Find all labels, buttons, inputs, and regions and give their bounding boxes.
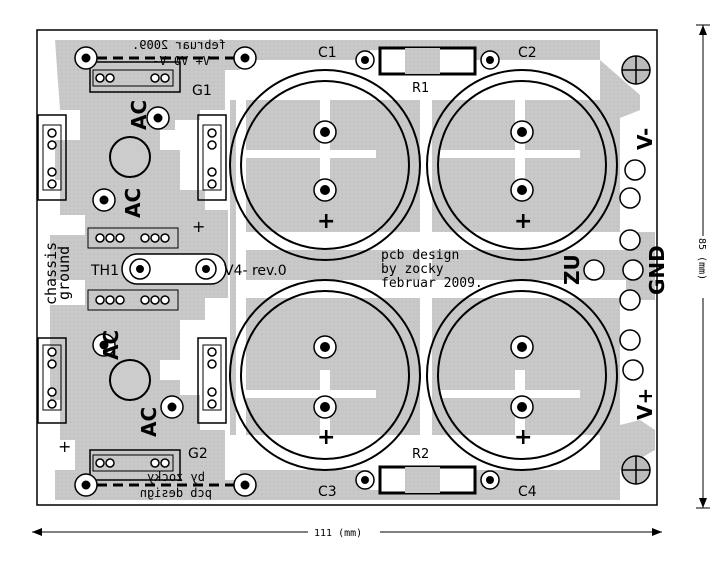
plus-c3: + [317,425,335,450]
label-v4-rev: V4- rev.0 [224,263,287,279]
output-pads [583,159,646,381]
capacitors [229,69,618,471]
label-th1: TH1 [90,263,119,279]
bridge-rectifiers [37,46,257,497]
resistor-r1 [355,46,500,76]
design-line-2: by zocky [381,262,444,277]
plus-c4: + [514,425,532,450]
label-c4: C4 [518,484,537,500]
label-c1: C1 [318,45,337,61]
resistor-r2 [355,465,500,495]
plus-g1: + [192,217,205,236]
height-label: 85 (mm) [696,238,707,280]
label-ac-3: AC [99,330,123,360]
label-gnd: GND [645,245,669,295]
label-ac-2: AC [121,188,145,218]
label-g2: G2 [188,446,208,462]
label-c3: C3 [318,484,337,500]
capacitor-c1 [229,69,421,261]
label-r2: R2 [412,447,429,462]
bridge-g2 [37,333,257,497]
label-ac-4: AC [137,407,161,437]
plus-g2: + [58,437,71,456]
label-g1: G1 [192,83,212,99]
mounting-holes [621,55,651,485]
design-line-3: februar 2009. [381,276,483,291]
capacitor-c2 [426,69,618,261]
mirror-text-top-2: V+ V0 V- [152,54,210,68]
label-c2: C2 [518,45,537,61]
label-ac-1: AC [127,100,151,130]
mirror-text-bottom-2: pcb design [140,486,212,500]
label-vminus: V- [633,128,657,150]
label-zu: ZU [560,254,584,285]
mirror-text-bottom-1: by zocky [147,470,205,484]
design-line-1: pcb design [381,248,459,263]
plus-c1: + [317,209,335,234]
resistors [355,46,500,495]
pad-groups [42,69,222,472]
dimension-width: 111 (mm) [32,525,662,539]
capacitor-c4 [426,279,618,471]
thermistor-th1 [121,253,227,285]
dimension-height: 85 (mm) [696,24,710,509]
label-r1: R1 [412,81,429,96]
label-chassis: chassis [42,242,60,305]
bridge-g1 [37,46,257,212]
label-ground: ground [55,246,73,300]
pads [47,73,217,468]
label-vplus: V+ [633,388,657,420]
width-label: 111 (mm) [314,528,362,539]
mirror-text-top-1: februar 2009. [132,38,226,52]
plus-c2: + [514,209,532,234]
capacitor-c3 [229,279,421,471]
silkscreen-labels: C1 C2 C3 C4 R1 R2 G1 G2 AC AC AC AC TH1 … [42,38,669,500]
